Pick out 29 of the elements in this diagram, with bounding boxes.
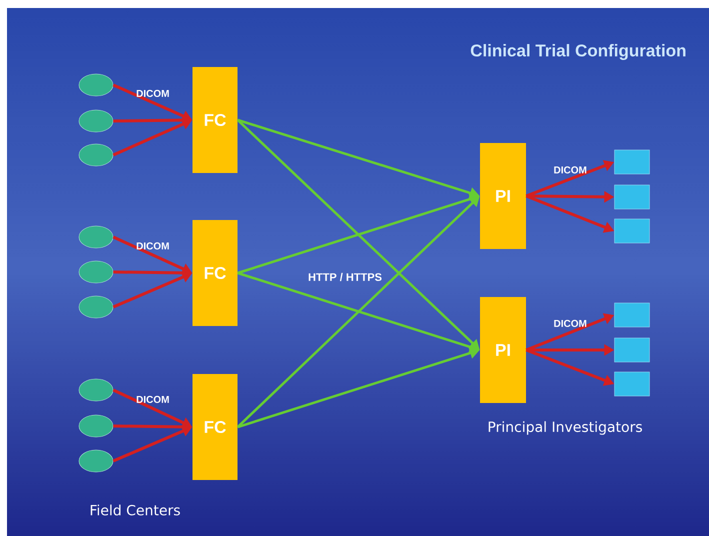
edge-label: DICOM — [554, 320, 586, 327]
edge-label: DICOM — [136, 396, 169, 403]
ellipse-node — [78, 260, 114, 284]
square-box — [614, 372, 650, 396]
square-box — [614, 150, 650, 174]
server-box: FC — [192, 374, 238, 480]
edge-label: DICOM — [136, 242, 169, 250]
ellipse-node — [78, 74, 114, 96]
ellipse-node — [78, 110, 114, 132]
server-box: PI — [480, 297, 526, 403]
title: Clinical Trial Configuration — [470, 44, 686, 60]
server-box: FC — [192, 67, 238, 173]
ellipse-node — [78, 296, 114, 318]
ellipse-node — [78, 144, 114, 166]
group-label: Field Centers — [90, 504, 180, 516]
ellipse-node — [78, 378, 114, 402]
server-box: FC — [192, 220, 238, 326]
edge-label: DICOM — [136, 90, 169, 97]
square-box — [614, 218, 650, 244]
square-box — [614, 338, 650, 362]
square-box — [614, 184, 650, 210]
group-label: Principal Investigators — [488, 421, 642, 435]
ellipse-node — [78, 226, 114, 248]
protocol-label: HTTP / HTTPS — [308, 272, 382, 282]
square-box — [614, 302, 650, 328]
ellipse-node — [78, 414, 114, 438]
server-box: PI — [480, 143, 526, 249]
edge-label: DICOM — [554, 166, 586, 174]
ellipse-node — [78, 450, 114, 472]
